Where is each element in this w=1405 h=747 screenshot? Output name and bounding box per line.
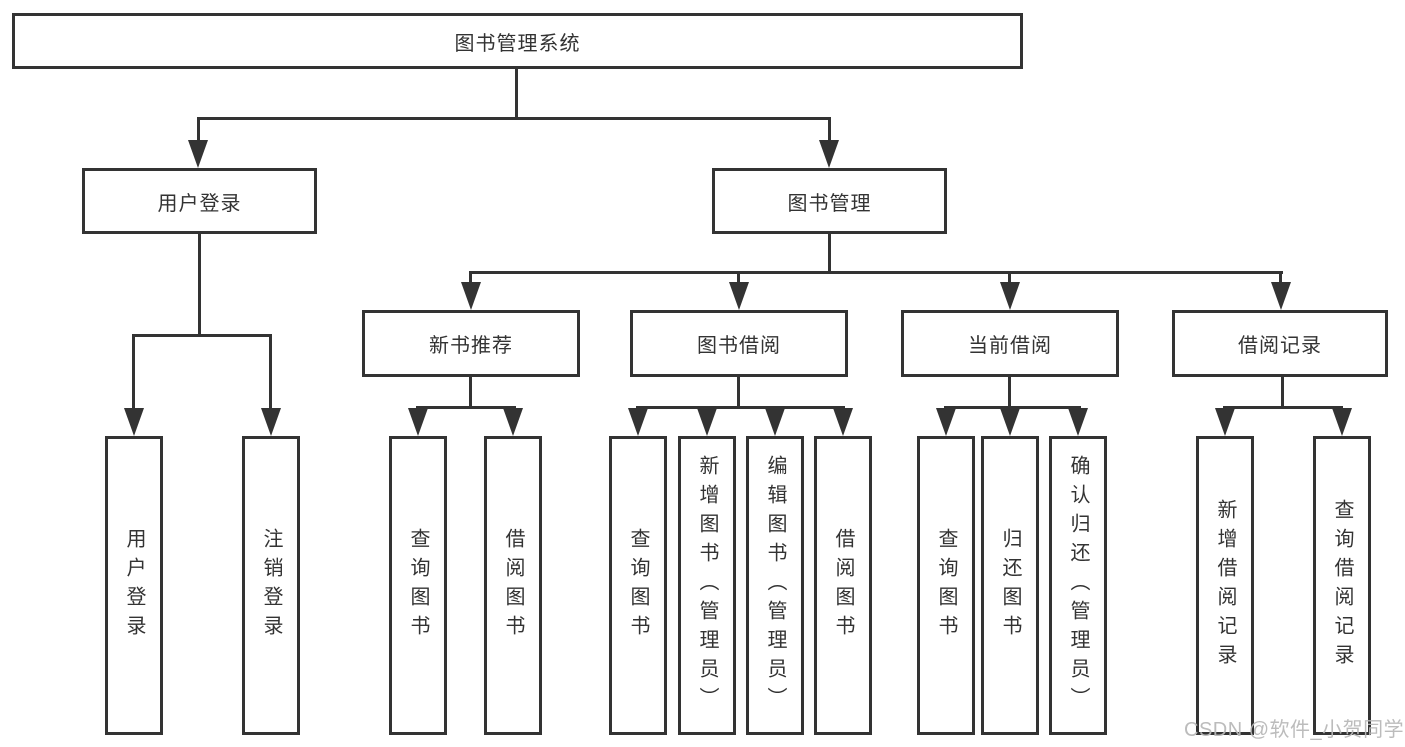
connector-leaf-stub	[132, 336, 135, 408]
connector-root-bar	[197, 117, 831, 120]
connector-book-borrow-stem	[737, 377, 740, 408]
connector-current-borrow-bar	[944, 406, 1081, 409]
connector-book-mgmt-stem	[828, 234, 831, 274]
connector-book-borrow-bar	[636, 406, 845, 409]
connector-new-book-stem	[469, 377, 472, 408]
leaf-add-books-admin: 新增图书（管理员）	[678, 436, 736, 735]
connector-borrow-record-bar	[1223, 406, 1343, 409]
connector-leaf-stub	[269, 336, 272, 408]
arrowhead-down-icon	[765, 408, 785, 436]
leaf-query-borrow-record: 查询借阅记录	[1313, 436, 1371, 735]
arrowhead-down-icon	[1332, 408, 1352, 436]
node-current-borrow: 当前借阅	[901, 310, 1119, 377]
arrowhead-down-icon	[1215, 408, 1235, 436]
arrowhead-down-icon	[697, 408, 717, 436]
leaf-user-login: 用户登录	[105, 436, 163, 735]
leaf-edit-books-admin: 编辑图书（管理员）	[746, 436, 804, 735]
connector-new-book-bar	[416, 406, 516, 409]
leaf-add-borrow-record: 新增借阅记录	[1196, 436, 1254, 735]
connector-book-mgmt-stub	[828, 119, 831, 142]
connector-user-login-stem	[198, 234, 201, 337]
connector-user-login-stub	[197, 119, 200, 142]
arrowhead-down-icon	[819, 140, 839, 168]
arrowhead-down-icon	[408, 408, 428, 436]
arrowhead-down-icon	[1000, 408, 1020, 436]
leaf-query-books: 查询图书	[609, 436, 667, 735]
arrowhead-down-icon	[503, 408, 523, 436]
arrowhead-down-icon	[833, 408, 853, 436]
connector-level3-stub	[737, 273, 740, 283]
node-user-login: 用户登录	[82, 168, 317, 234]
leaf-borrow-books: 借阅图书	[484, 436, 542, 735]
arrowhead-down-icon	[1271, 282, 1291, 310]
arrowhead-down-icon	[188, 140, 208, 168]
connector-current-borrow-stem	[1008, 377, 1011, 408]
arrowhead-down-icon	[729, 282, 749, 310]
arrowhead-down-icon	[1068, 408, 1088, 436]
node-book-borrow: 图书借阅	[630, 310, 848, 377]
node-root-library-system: 图书管理系统	[12, 13, 1023, 69]
connector-borrow-record-stem	[1281, 377, 1284, 408]
leaf-query-books: 查询图书	[389, 436, 447, 735]
leaf-logout: 注销登录	[242, 436, 300, 735]
leaf-query-books: 查询图书	[917, 436, 975, 735]
connector-level3-stub	[469, 273, 472, 283]
connector-user-login-bar	[132, 334, 272, 337]
csdn-watermark: CSDN @软件_小贺同学	[1184, 719, 1405, 741]
leaf-borrow-books: 借阅图书	[814, 436, 872, 735]
connector-level3-stub	[1279, 273, 1282, 283]
node-book-management: 图书管理	[712, 168, 947, 234]
arrowhead-down-icon	[628, 408, 648, 436]
arrowhead-down-icon	[461, 282, 481, 310]
connector-book-mgmt-bar	[469, 271, 1283, 274]
arrowhead-down-icon	[124, 408, 144, 436]
leaf-return-books: 归还图书	[981, 436, 1039, 735]
node-new-book-recommend: 新书推荐	[362, 310, 580, 377]
node-borrow-record: 借阅记录	[1172, 310, 1388, 377]
connector-root-stem	[515, 69, 518, 119]
arrowhead-down-icon	[1000, 282, 1020, 310]
connector-level3-stub	[1008, 273, 1011, 283]
leaf-confirm-return-admin: 确认归还（管理员）	[1049, 436, 1107, 735]
arrowhead-down-icon	[936, 408, 956, 436]
arrowhead-down-icon	[261, 408, 281, 436]
